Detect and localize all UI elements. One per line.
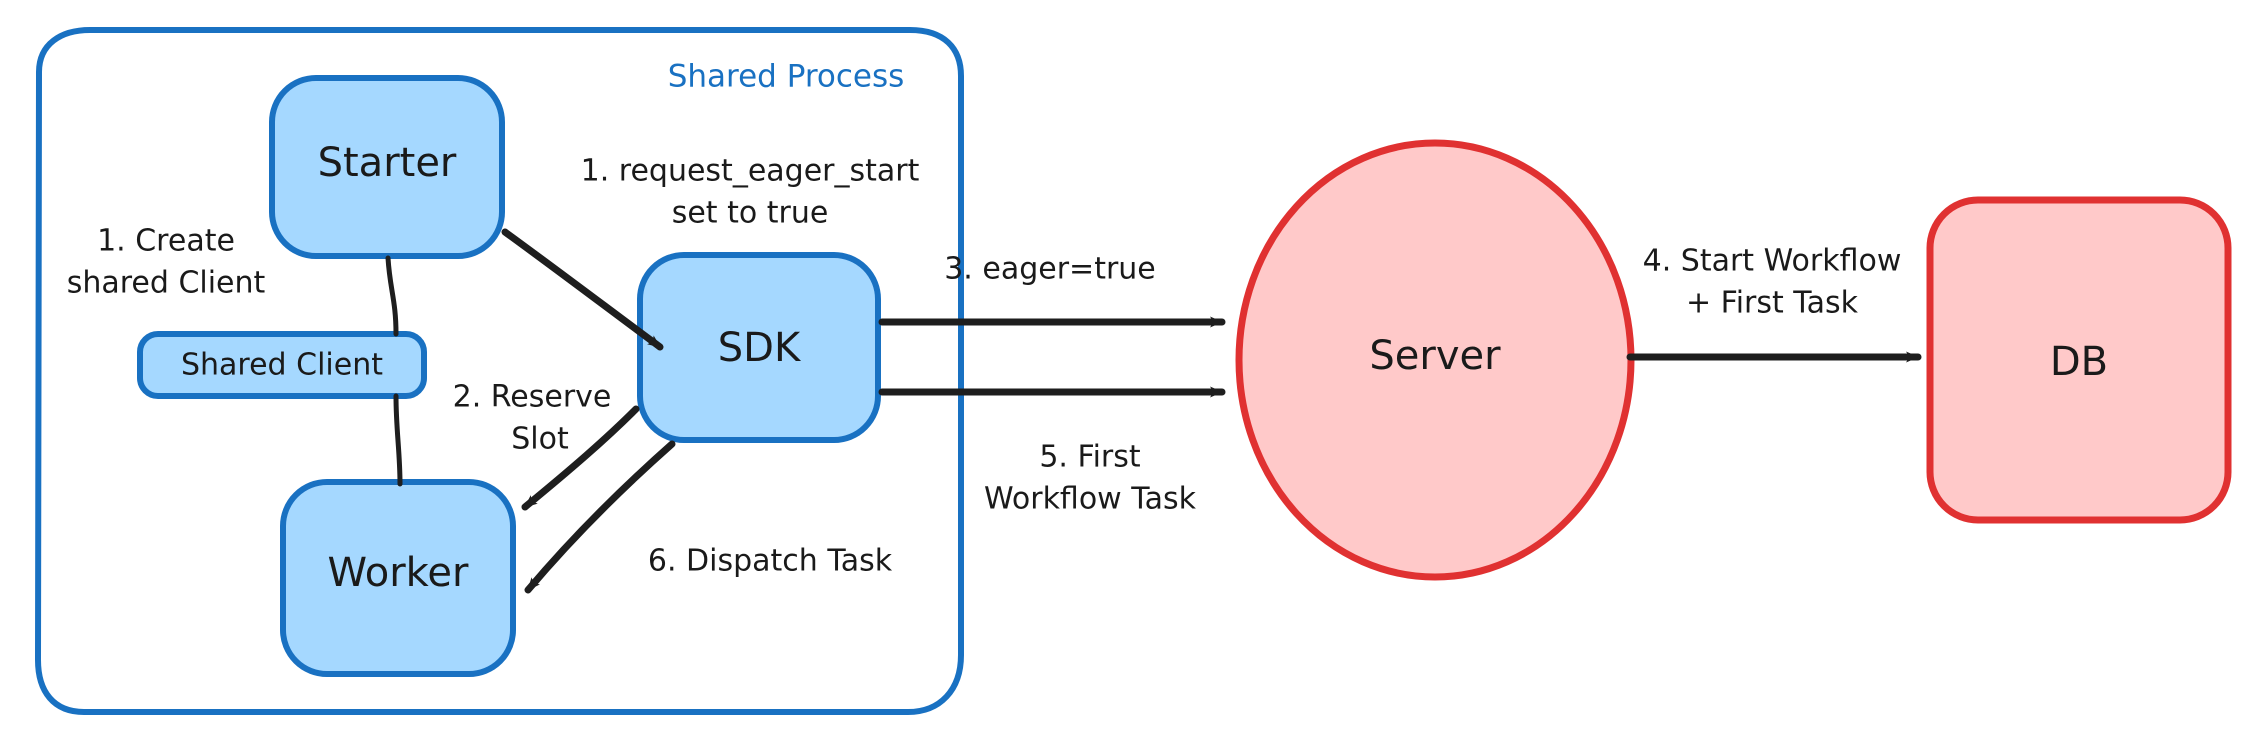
edge-label-line-1: 5. First [1039, 440, 1141, 475]
edge-sdk-to-worker-reserve-slot [521, 405, 640, 511]
edge-starter-to-sdk [501, 228, 664, 351]
edge-label-line-2: set to true [672, 196, 829, 231]
edge-starter-shared-client [385, 255, 399, 337]
edge-label-line-1: 2. Reserve [453, 380, 612, 415]
edge-label-line-2: Slot [511, 422, 569, 457]
edge-label-line-2: + First Task [1686, 286, 1859, 321]
edge-label-line-2: shared Client [67, 266, 266, 301]
edge-label-first-workflow-task: 5. First Workflow Task [984, 440, 1197, 517]
db-label: DB [2050, 339, 2108, 385]
shared-process-label: Shared Process [668, 59, 905, 95]
edge-label-line-1: 4. Start Workflow [1643, 244, 1902, 279]
node-worker[interactable]: Worker [280, 479, 516, 677]
group-shared-process: Shared Process [35, 27, 964, 715]
edge-label-start-workflow: 4. Start Workflow + First Task [1643, 244, 1902, 321]
edge-label-eager-true: 3. eager=true [944, 252, 1156, 287]
db-shape [1926, 196, 2232, 524]
edge-label-reserve-slot: 2. Reserve Slot [453, 380, 612, 457]
node-server[interactable]: Server [1235, 139, 1635, 581]
edge-label-create-shared-client: 1. Create shared Client [67, 224, 266, 301]
worker-label: Worker [328, 550, 469, 596]
edge-label-request-eager-start: 1. request_eager_start set to true [581, 154, 920, 231]
starter-label: Starter [318, 140, 457, 186]
server-label: Server [1369, 333, 1501, 379]
edge-label-line-2: Workflow Task [984, 482, 1197, 517]
node-starter[interactable]: Starter [269, 75, 505, 259]
sdk-shape [637, 252, 881, 443]
edge-sdk-to-worker-dispatch-task [524, 440, 676, 594]
node-db[interactable]: DB [1926, 196, 2232, 524]
edge-shared-client-worker [393, 393, 403, 487]
node-shared-client[interactable]: Shared Client [137, 331, 427, 399]
edge-label-dispatch-task: 6. Dispatch Task [648, 544, 893, 579]
edge-label-line-1: 1. request_eager_start [581, 154, 920, 189]
sdk-label: SDK [718, 325, 802, 371]
shared-process-boundary [35, 27, 964, 715]
node-sdk[interactable]: SDK [637, 252, 881, 443]
edge-label-line-1: 1. Create [97, 224, 235, 259]
shared-client-label: Shared Client [181, 348, 383, 383]
shared-client-shape [137, 331, 427, 399]
